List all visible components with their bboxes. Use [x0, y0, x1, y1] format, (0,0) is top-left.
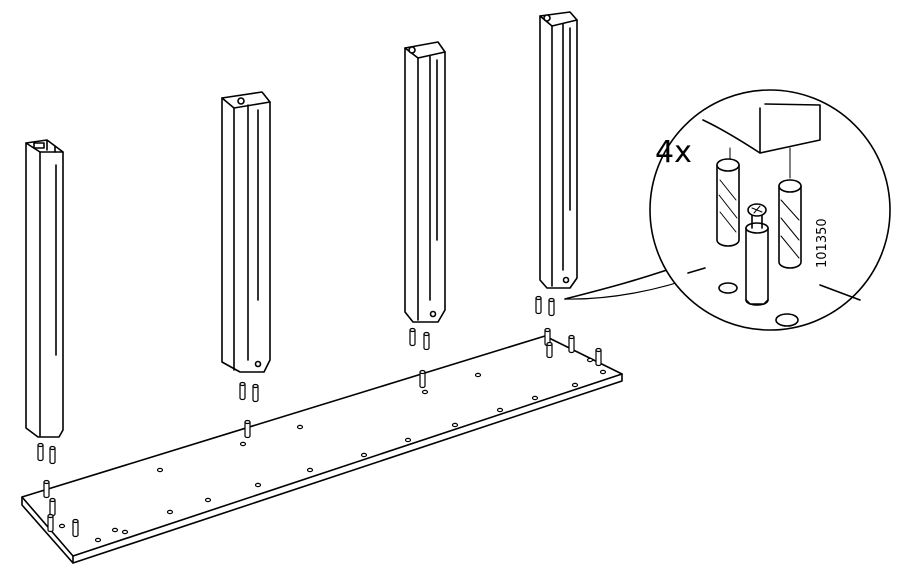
dowel-icon [778, 179, 802, 269]
dowel-icon [716, 158, 740, 247]
dowel-icon [49, 445, 56, 465]
dowel-icon [595, 347, 602, 367]
dowel-icon [43, 479, 50, 499]
dowel-icon [239, 381, 246, 401]
dowel-icon [37, 442, 44, 462]
panel-dowels [43, 327, 602, 538]
dowel-icon [419, 369, 426, 389]
leg-post-icon [404, 41, 446, 351]
dowel-icon [47, 513, 54, 533]
cam-bolt-icon [745, 203, 769, 306]
leg-post-icon [25, 139, 64, 465]
part-number: 101350 [815, 218, 830, 268]
dowel-icon [252, 383, 259, 403]
leg-post-icon [221, 91, 271, 403]
base-panel-icon [21, 335, 623, 564]
detail-callout [649, 89, 891, 331]
quantity-label: 4x [655, 135, 692, 170]
dowel-icon [546, 341, 553, 359]
dowel-icon [72, 518, 79, 538]
leg-post-icon [535, 11, 578, 317]
dowel-icon [49, 497, 56, 517]
dowel-icon [548, 297, 555, 317]
dowel-icon [423, 331, 430, 351]
dowel-icon [535, 295, 542, 315]
dowel-icon [409, 327, 416, 347]
dowel-icon [568, 334, 575, 354]
dowel-icon [244, 419, 251, 439]
